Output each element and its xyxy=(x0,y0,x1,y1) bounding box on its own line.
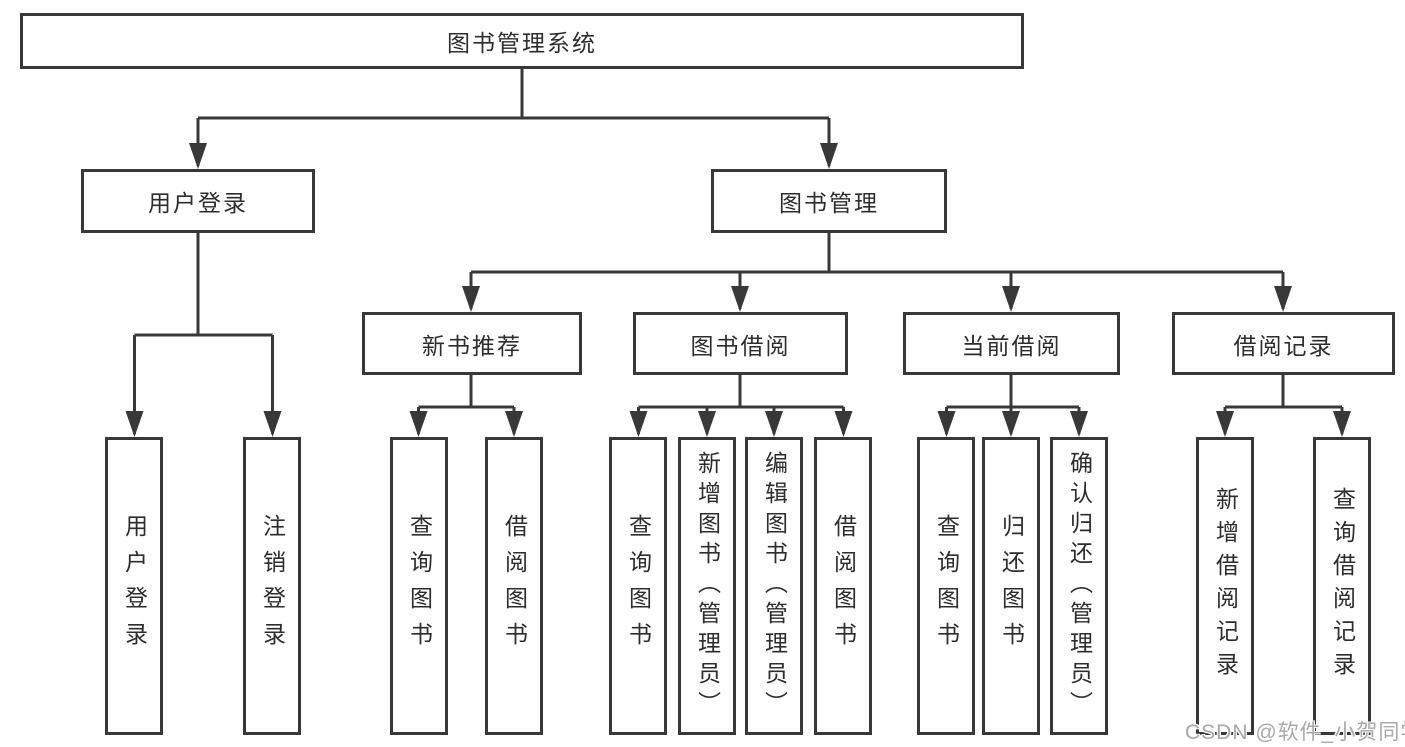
node-label: 查询图书 xyxy=(933,514,960,658)
node-leaf-borrow-book-recommend: 借阅图书 xyxy=(485,437,543,735)
node-label: 图书借阅 xyxy=(690,332,791,359)
node-label: 注销登录 xyxy=(259,514,286,658)
node-label: 查询图书 xyxy=(406,514,433,658)
node-leaf-borrow-book: 借阅图书 xyxy=(814,437,872,735)
node-leaf-query-book-current: 查询图书 xyxy=(917,437,975,735)
node-leaf-add-borrow-record: 新增借阅记录 xyxy=(1196,437,1254,735)
node-label: 编辑图书（管理员） xyxy=(761,451,788,721)
node-label: 图书管理系统 xyxy=(447,30,597,56)
node-label: 新书推荐 xyxy=(422,332,522,359)
node-new-book-recommend: 新书推荐 xyxy=(362,312,582,375)
node-leaf-logout: 注销登录 xyxy=(243,437,301,735)
node-leaf-query-book-borrowing: 查询图书 xyxy=(609,437,667,735)
node-leaf-query-borrow-record: 查询借阅记录 xyxy=(1313,437,1371,735)
node-book-management: 图书管理 xyxy=(711,169,947,233)
node-book-borrowing: 图书借阅 xyxy=(633,312,848,375)
node-label: 查询借阅记录 xyxy=(1329,487,1356,685)
node-label: 新增借阅记录 xyxy=(1212,487,1239,685)
node-label: 图书管理 xyxy=(779,190,879,216)
node-label: 新增图书（管理员） xyxy=(694,451,721,721)
node-label: 确认归还（管理员） xyxy=(1066,451,1093,721)
node-borrowing-records: 借阅记录 xyxy=(1172,312,1395,375)
node-label: 借阅图书 xyxy=(501,514,528,658)
node-label: 用户登录 xyxy=(148,190,248,216)
csdn-watermark: CSDN @软件_小贺同学 xyxy=(1185,721,1405,744)
node-label: 归还图书 xyxy=(998,514,1025,658)
node-label: 查询图书 xyxy=(625,514,652,658)
node-label: 借阅记录 xyxy=(1233,332,1334,359)
node-leaf-return-book: 归还图书 xyxy=(982,437,1040,735)
node-leaf-user-login: 用户登录 xyxy=(105,437,163,735)
node-leaf-edit-book-admin: 编辑图书（管理员） xyxy=(745,437,803,735)
node-label: 当前借阅 xyxy=(961,332,1062,359)
node-current-borrowing: 当前借阅 xyxy=(903,312,1120,375)
node-label: 用户登录 xyxy=(121,514,148,658)
node-root-library-system: 图书管理系统 xyxy=(20,13,1024,69)
node-label: 借阅图书 xyxy=(830,514,857,658)
node-user-login: 用户登录 xyxy=(81,169,315,233)
node-leaf-confirm-return-admin: 确认归还（管理员） xyxy=(1050,437,1108,735)
node-leaf-add-book-admin: 新增图书（管理员） xyxy=(678,437,736,735)
node-leaf-query-book-recommend: 查询图书 xyxy=(390,437,448,735)
